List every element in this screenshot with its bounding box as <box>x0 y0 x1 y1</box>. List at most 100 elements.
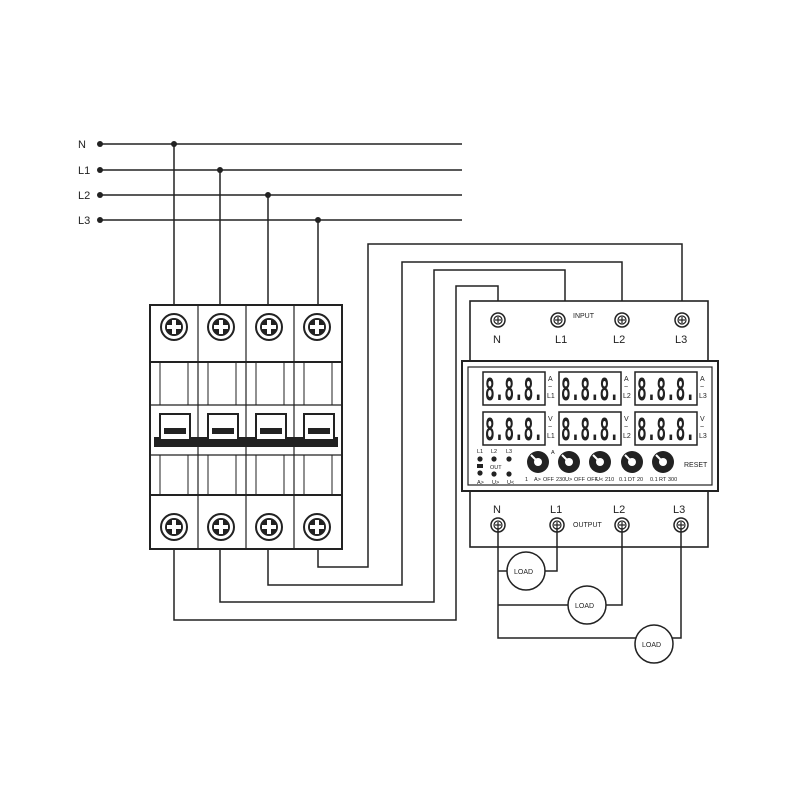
bus-label-l3: L3 <box>78 215 90 227</box>
led-label-l2: L2 <box>491 449 497 455</box>
terminal-screw-icon <box>673 517 689 533</box>
led-l1 <box>477 456 483 462</box>
input-label: INPUT <box>573 313 595 320</box>
led-label-u-over: U> <box>492 480 499 486</box>
unit-a-l1: A <box>548 376 553 383</box>
bus-label-group: N L1 L2 L3 <box>78 139 90 227</box>
input-terminal-l2: L2 <box>613 334 625 346</box>
led-label-l1: L1 <box>477 449 483 455</box>
load-2 <box>567 585 607 625</box>
output-label: OUTPUT <box>573 522 603 529</box>
phase-l1-top: L1 <box>547 393 555 400</box>
display-grid: 8.8.8. 8.8.8. 8.8.8. 8.8.8. 8.8.8. 8.8.8… <box>482 371 698 448</box>
led-label-u-under: U< <box>507 480 514 486</box>
unit-v-l1: V <box>548 416 553 423</box>
bus-lines <box>100 143 462 221</box>
setting-knob-icon[interactable] <box>652 451 674 473</box>
breaker-terminal-screws <box>160 313 331 541</box>
led-alarm-icon <box>477 464 483 468</box>
bus-junction-dots <box>171 141 321 223</box>
phase-l2-bottom: L2 <box>623 433 631 440</box>
load-1-label: LOAD <box>514 569 533 576</box>
setting-knob-icon[interactable] <box>589 451 611 473</box>
setting-knob-icon[interactable] <box>527 451 549 473</box>
knob-scale-left: 1 <box>525 477 528 483</box>
terminal-screw-icon <box>614 312 630 328</box>
breaker-screw-icon <box>160 313 188 341</box>
svg-text:~: ~ <box>548 424 552 431</box>
load-1 <box>506 551 546 591</box>
breaker-screw-icon <box>255 513 283 541</box>
display-voltage-l3: 8.8.8. <box>637 413 695 448</box>
relay-input-block <box>469 300 709 362</box>
load-2-label: LOAD <box>575 603 594 610</box>
load-3-label: LOAD <box>642 642 661 649</box>
relay-output-block <box>469 490 709 548</box>
knob-scale-mid: A> <box>534 477 541 483</box>
knob-scale-right: OFF <box>543 477 555 483</box>
terminal-screw-icon <box>490 312 506 328</box>
knob-scale-left: 0.1 <box>619 477 627 483</box>
display-current-l3: 8.8.8. <box>637 373 695 408</box>
led-l2 <box>491 456 497 462</box>
display-voltage-l1: 8.8.8. <box>485 413 543 448</box>
knob-scale-mid: DT <box>628 477 636 483</box>
input-terminal-n: N <box>493 334 501 346</box>
indicator-leds: L1 L2 L3 OUT A> U> U< <box>477 449 514 486</box>
load-group: LOAD LOAD LOAD <box>506 551 674 664</box>
unit-v-l2: V <box>624 416 629 423</box>
svg-text:~: ~ <box>700 424 704 431</box>
setting-knob-icon[interactable] <box>558 451 580 473</box>
output-terminal-l3: L3 <box>673 504 685 516</box>
phase-l3-top: L3 <box>699 393 707 400</box>
relay-device: INPUT OUTPUT N L1 L2 L3 N L1 L2 L3 8.8.8… <box>461 300 719 548</box>
load-3 <box>634 624 674 664</box>
terminal-screw-icon <box>674 312 690 328</box>
knob-scale-left: 230 <box>556 477 565 483</box>
reset-label: RESET <box>684 462 708 469</box>
knob-top-label: A <box>551 450 555 456</box>
phase-l1-bottom: L1 <box>547 433 555 440</box>
led-label-l3: L3 <box>506 449 512 455</box>
led-label-out: OUT <box>490 465 502 471</box>
load-wires <box>497 528 682 639</box>
led-l3 <box>506 456 512 462</box>
knob-scale-mid: RT <box>659 477 667 483</box>
knob-scale-left: OFF <box>587 477 599 483</box>
terminal-screw-icon <box>550 312 566 328</box>
led-label-a-over: A> <box>477 480 484 486</box>
knob-scale-mid: U> <box>565 477 572 483</box>
four-pole-breaker <box>149 304 343 550</box>
knob-scale-right: 300 <box>668 477 677 483</box>
display-current-l1: 8.8.8. <box>485 373 543 408</box>
bus-label-n: N <box>78 139 86 151</box>
phase-l2-top: L2 <box>623 393 631 400</box>
breaker-screw-icon <box>207 513 235 541</box>
output-terminal-l2: L2 <box>613 504 625 516</box>
relay-input-wires <box>173 243 683 621</box>
input-terminal-l1: L1 <box>555 334 567 346</box>
breaker-screw-icon <box>303 513 331 541</box>
bus-label-l2: L2 <box>78 190 90 202</box>
bus-start-dots <box>97 141 103 223</box>
svg-text:~: ~ <box>700 384 704 391</box>
breaker-screw-icon <box>207 313 235 341</box>
svg-text:~: ~ <box>624 424 628 431</box>
breaker-feed-wires <box>173 144 319 305</box>
display-voltage-l2: 8.8.8. <box>561 413 619 448</box>
breaker-handles <box>154 413 338 447</box>
setting-knob-icon[interactable] <box>621 451 643 473</box>
unit-v-l3: V <box>700 416 705 423</box>
knob-scale-right: 20 <box>637 477 643 483</box>
svg-text:~: ~ <box>548 384 552 391</box>
display-current-l2: 8.8.8. <box>561 373 619 408</box>
knob-scale-mid: U< <box>596 477 603 483</box>
svg-text:~: ~ <box>624 384 628 391</box>
input-terminal-l3: L3 <box>675 334 687 346</box>
breaker-screw-icon <box>160 513 188 541</box>
knob-scale-right: OFF <box>574 477 586 483</box>
unit-a-l3: A <box>700 376 705 383</box>
